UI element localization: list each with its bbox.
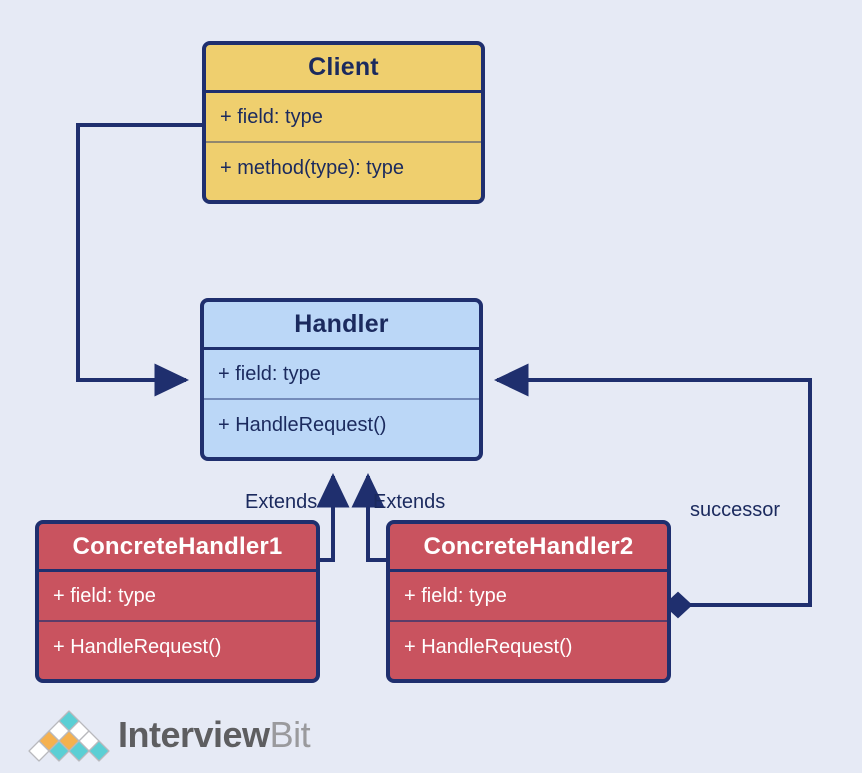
class-operation-row: + method(type): type (220, 156, 404, 179)
edge-ch2-extends-handler (351, 473, 386, 562)
edge-label-extends-2: Extends (373, 491, 446, 513)
class-attribute-row: + field: type (204, 350, 479, 400)
edge-label-successor: successor (690, 499, 781, 521)
logo-word-interview: Interview (118, 714, 270, 755)
class-attribute-row: + field: type (206, 93, 481, 143)
class-operation-row: + HandleRequest() (404, 635, 573, 658)
logo-wordmark: InterviewBit (118, 714, 311, 755)
class-title-concrete-handler-2: ConcreteHandler2 (390, 524, 667, 572)
class-operation-row: + HandleRequest() (53, 635, 222, 658)
logo-word-bit: Bit (269, 714, 311, 755)
edge-label-extends-1: Extends (245, 491, 318, 513)
class-attribute-row: + field: type (39, 572, 316, 622)
class-title-client: Client (206, 45, 481, 93)
interviewbit-logo: InterviewBit (28, 706, 311, 764)
edge-client-to-handler (76, 123, 202, 397)
uml-class-client[interactable]: Client + field: type + method(type): typ… (202, 41, 485, 204)
uml-class-concrete-handler-2[interactable]: ConcreteHandler2 + field: type + HandleR… (386, 520, 671, 683)
uml-class-handler[interactable]: Handler + field: type + HandleRequest() (200, 298, 483, 461)
diamond-pyramid-icon (28, 710, 110, 762)
class-attribute-row: + field: type (390, 572, 667, 622)
class-title-handler: Handler (204, 302, 479, 350)
edge-ch1-extends-handler (316, 473, 350, 562)
class-title-concrete-handler-1: ConcreteHandler1 (39, 524, 316, 572)
class-operation-row: + HandleRequest() (218, 413, 387, 436)
uml-class-concrete-handler-1[interactable]: ConcreteHandler1 + field: type + HandleR… (35, 520, 320, 683)
